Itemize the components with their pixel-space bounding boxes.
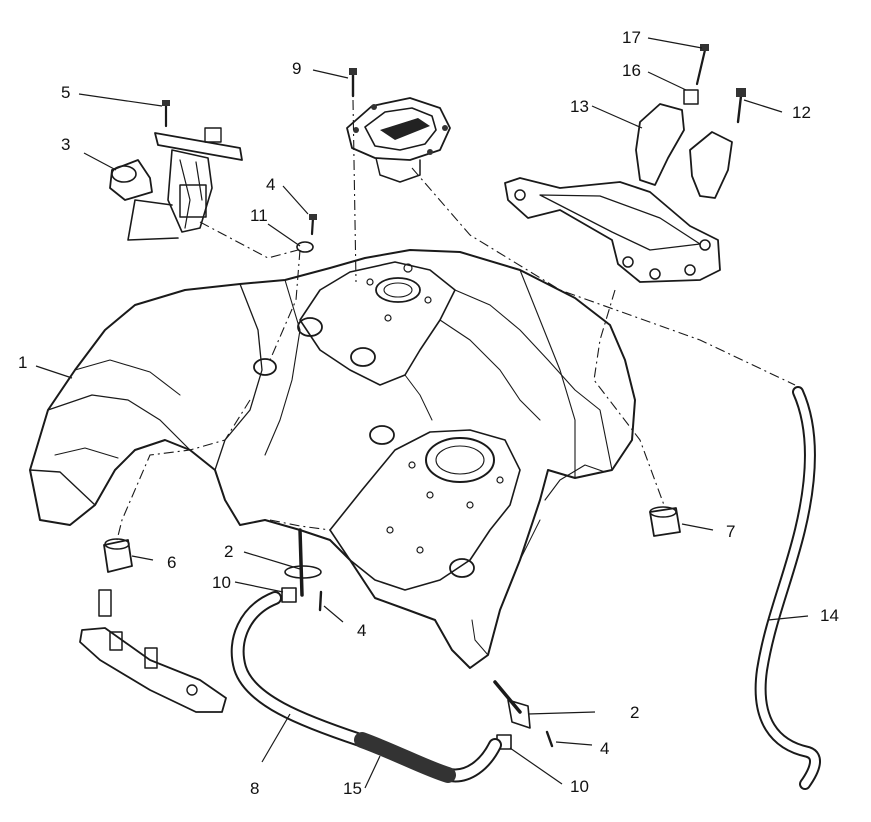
callout-1: 1 (18, 353, 27, 372)
callout-12: 12 (792, 103, 811, 122)
callout-5: 5 (61, 83, 70, 102)
fuel-tank (29, 249, 636, 669)
callout-13: 13 (570, 97, 589, 116)
assembly-lines (116, 99, 796, 541)
callout-2a: 2 (224, 542, 233, 561)
fuel-filter (109, 159, 153, 201)
callout-14: 14 (820, 606, 839, 625)
callout-8: 8 (250, 779, 259, 798)
callout-2b: 2 (630, 703, 639, 722)
callout-10b: 10 (570, 777, 589, 796)
callout-4c: 4 (600, 739, 609, 758)
callout-4a: 4 (266, 175, 275, 194)
callout-10a: 10 (212, 573, 231, 592)
screw-5 (162, 100, 170, 128)
hose-14 (754, 386, 821, 790)
grommet-6 (98, 538, 133, 617)
rear-bracket (504, 44, 746, 283)
filler-cap (346, 68, 451, 183)
callout-labels: 1 2 2 3 4 4 4 5 6 7 8 9 10 10 11 12 13 1… (18, 28, 839, 798)
leader-lines (35, 37, 809, 789)
washer-11 (296, 241, 314, 253)
fitting-2-lower (493, 680, 554, 750)
callout-7: 7 (726, 522, 735, 541)
callout-16: 16 (622, 61, 641, 80)
callout-4b: 4 (357, 621, 366, 640)
hose-sleeve-15 (354, 732, 456, 783)
callout-3: 3 (61, 135, 70, 154)
callout-9: 9 (292, 59, 301, 78)
grommet-7 (649, 506, 681, 537)
callout-11: 11 (250, 206, 268, 225)
callout-15: 15 (343, 779, 362, 798)
callout-6: 6 (167, 553, 176, 572)
fitting-2-upper (281, 528, 323, 612)
lower-bracket (79, 627, 227, 713)
callout-17: 17 (622, 28, 641, 47)
screw-4-upper (309, 214, 317, 236)
fuel-pump-assembly (109, 100, 243, 241)
